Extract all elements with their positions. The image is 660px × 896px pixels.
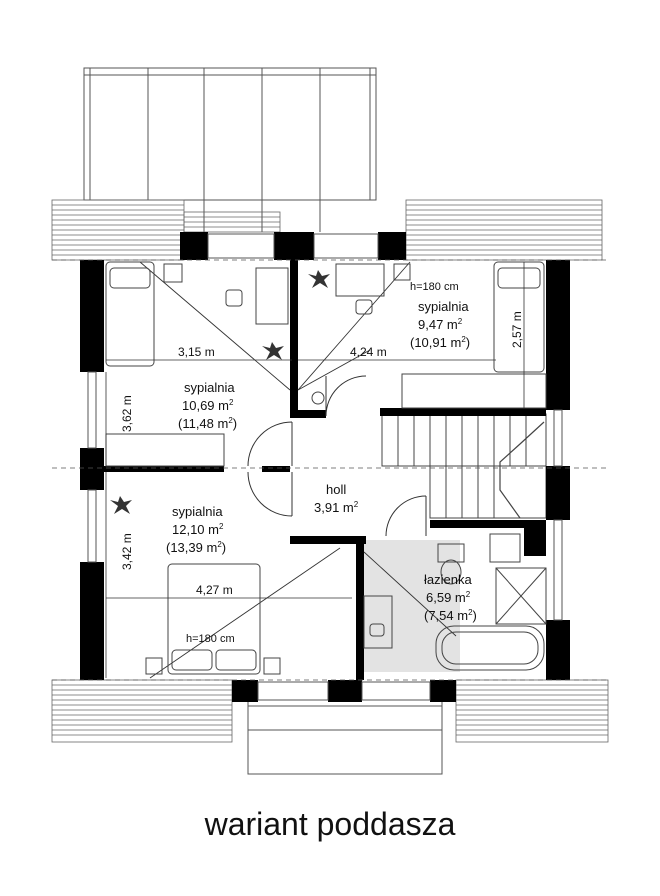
bathroom-floor [364, 540, 460, 672]
room-area-sypialnia-left: 10,69 m2 [182, 398, 234, 413]
bed-left [105, 261, 155, 367]
room-name-holl: holl [326, 482, 346, 497]
wardrobe-left [105, 433, 225, 467]
room-name-sypialnia-left: sypialnia [184, 380, 235, 395]
bed-bottom [167, 563, 261, 675]
bathtub [435, 625, 545, 671]
plant-icons [110, 270, 330, 514]
desk-left [255, 267, 289, 325]
room-name-sypialnia-right: sypialnia [418, 299, 469, 314]
room-area-lazienka: 6,59 m2 [426, 590, 471, 605]
plan-caption: wariant poddasza [204, 806, 456, 842]
room-name-sypialnia-bottom: sypialnia [172, 504, 223, 519]
toilet [437, 543, 465, 563]
room-gross-sypialnia-bottom: (13,39 m2) [166, 540, 226, 555]
dimension-labels: 3,15 m 4,24 m 2,57 m 3,62 m 3,42 m 4,27 … [120, 281, 524, 645]
sink [363, 595, 393, 649]
roof-top-left [51, 199, 281, 261]
room-labels: sypialnia 10,69 m2 (11,48 m2) sypialnia … [166, 299, 477, 623]
dim-3-15: 3,15 m [178, 345, 215, 359]
height-label-bottom: h=180 cm [186, 633, 235, 645]
dim-3-62: 3,62 m [120, 395, 134, 432]
room-area-holl: 3,91 m2 [314, 500, 359, 515]
dim-4-27: 4,27 m [196, 583, 233, 597]
furniture [105, 261, 547, 675]
roof-top-right [405, 199, 603, 261]
room-gross-sypialnia-left: (11,48 m2) [178, 416, 237, 431]
staircase [381, 413, 547, 519]
doors [247, 375, 427, 537]
room-name-lazienka: łazienka [424, 572, 472, 587]
room-gross-sypialnia-right: (10,91 m2) [410, 335, 470, 350]
roof-bottom-right [455, 679, 609, 743]
roof-diagonals [139, 261, 457, 679]
top-pergola [83, 67, 377, 232]
dim-4-24: 4,24 m [350, 345, 387, 359]
bed-right [493, 261, 545, 373]
desk-right [335, 263, 385, 297]
shower [495, 567, 547, 625]
height-label-top: h=180 cm [410, 281, 459, 293]
bottom-balcony [247, 699, 443, 775]
dim-3-42: 3,42 m [120, 533, 134, 570]
room-area-sypialnia-bottom: 12,10 m2 [172, 522, 224, 537]
walls [80, 232, 570, 702]
knee-wall-lines [52, 259, 608, 681]
roof-bottom-left [51, 679, 233, 743]
dimension-lines [105, 262, 525, 678]
wardrobe-right [401, 373, 547, 409]
windows [87, 233, 563, 701]
room-gross-lazienka: (7,54 m2) [424, 608, 477, 623]
dim-2-57: 2,57 m [510, 311, 524, 348]
room-area-sypialnia-right: 9,47 m2 [418, 317, 463, 332]
